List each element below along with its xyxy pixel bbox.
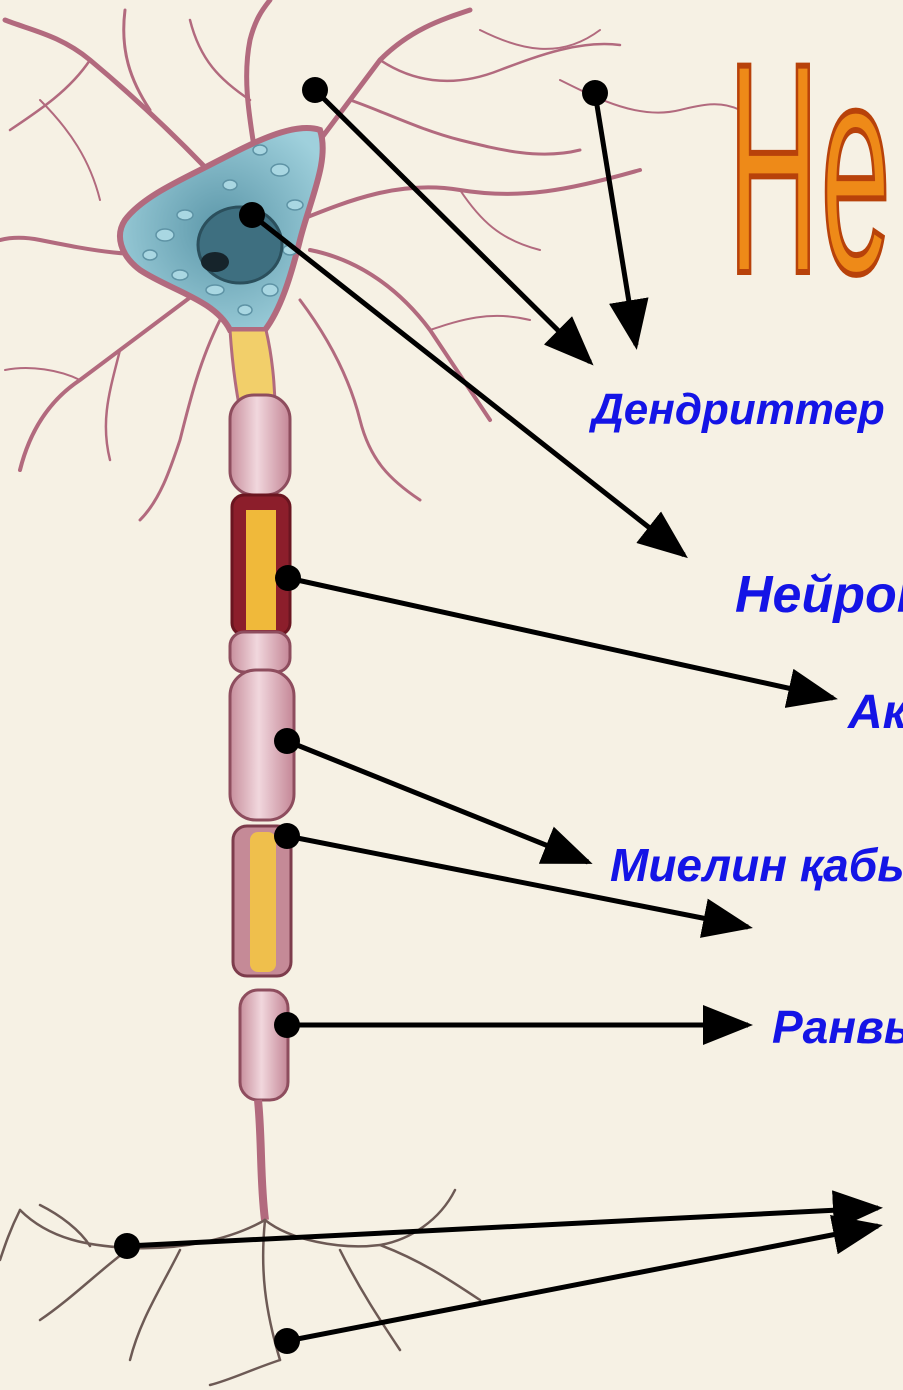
arrow-terminal-2 (287, 1226, 878, 1341)
label-neuron-body: Нейрон (735, 565, 903, 625)
axon-terminals (0, 1190, 480, 1385)
arrow-dendrite-1 (315, 90, 590, 362)
axon (230, 395, 294, 1220)
label-ranvier: Ранвье (772, 1000, 903, 1054)
label-axon: Аксон (848, 685, 903, 740)
dendrites (0, 0, 740, 520)
label-dendrites: Дендриттер (592, 385, 885, 435)
arrow-dendrite-2 (595, 93, 636, 345)
page-title: Не (728, 18, 892, 318)
cell-body (120, 128, 323, 410)
arrow-terminal-1 (127, 1208, 878, 1246)
label-myelin: Миелин қабығы (610, 838, 903, 892)
